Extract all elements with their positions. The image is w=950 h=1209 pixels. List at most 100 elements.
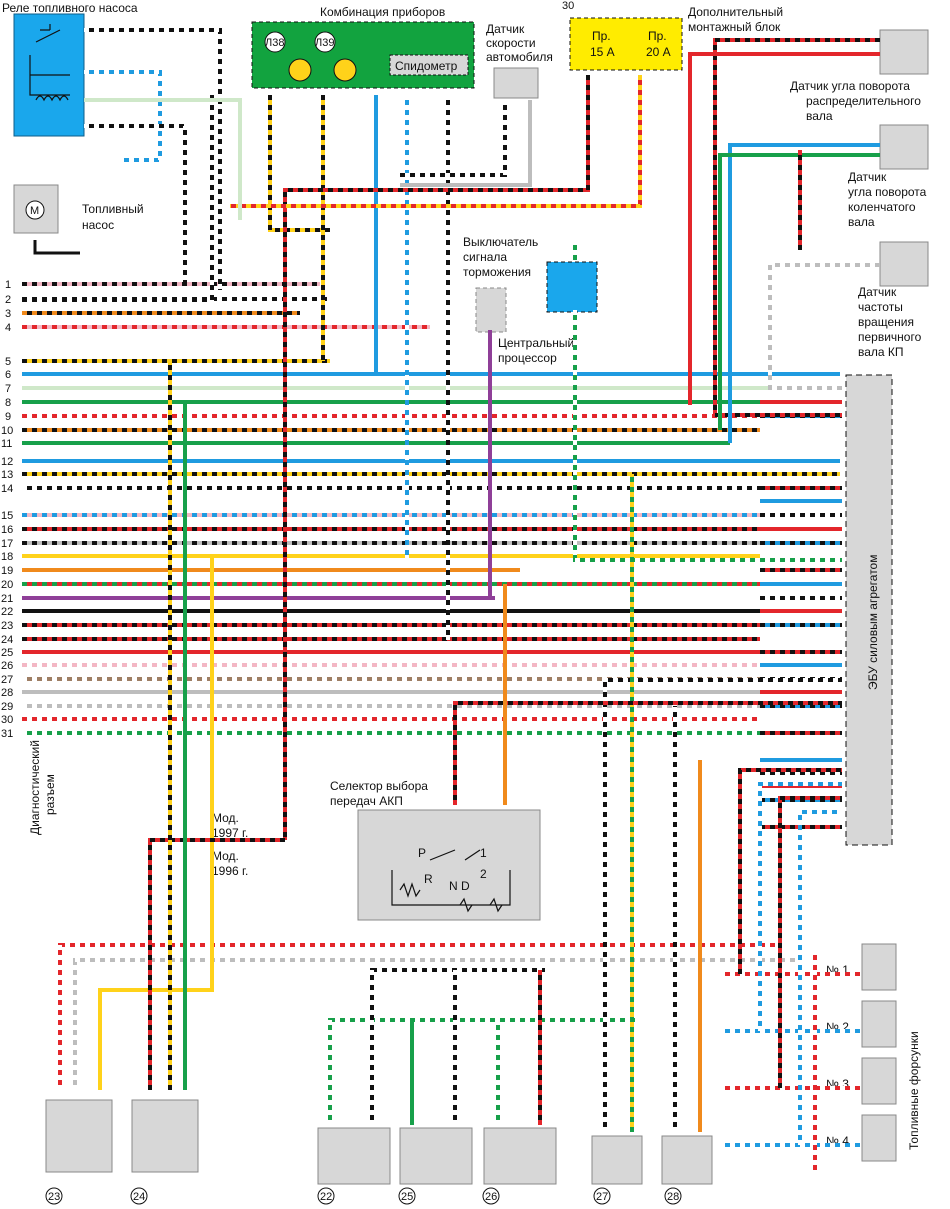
fuel-pump-label-2: насос [82, 218, 114, 232]
mod-1996-label-1: Мод. [212, 849, 239, 863]
sensor-23-wire-stripe [73, 958, 800, 1090]
warning-lamp-icon [288, 58, 312, 82]
sensor-22-wire-stripe [370, 968, 545, 1125]
sensor-22-wire-stripe [328, 1018, 640, 1125]
pin-number-27: 27 [1, 674, 13, 686]
pin-number-17: 17 [1, 538, 13, 550]
cpu-box [475, 287, 507, 333]
diag-connector-label-1: Диагностический [28, 740, 42, 835]
crankshaft-sensor-label-4: вала [848, 215, 875, 229]
pin-number-26: 26 [1, 660, 13, 672]
relay-wire [84, 70, 162, 162]
pin-number-14: 14 [1, 483, 13, 495]
camshaft-wire-stripe [713, 38, 880, 417]
lamp-39-icon [314, 31, 336, 53]
input-shaft-sensor-label-1: Датчик [858, 285, 897, 299]
pin-number-1: 1 [5, 279, 11, 291]
speed-sensor-wire [400, 100, 532, 187]
pin-number-2: 2 [5, 294, 11, 306]
injector-2-box [861, 1000, 897, 1048]
pin-number-20: 20 [1, 579, 13, 591]
speed-sensor-wire-stripe [400, 100, 507, 177]
injector-wire [798, 810, 842, 1145]
pin-number-3: 3 [5, 308, 11, 320]
sensor-27-wire [603, 678, 842, 1132]
camshaft-sensor-label-3: вала [806, 109, 833, 123]
relay-wire-stripe [84, 124, 187, 285]
input-shaft-sensor-label-2: частоты [858, 300, 903, 314]
sensor-22-wire [370, 968, 545, 1125]
pin-number-25: 25 [1, 647, 13, 659]
fuse-20-label-top: Пр. [648, 29, 667, 43]
fuse-15-wire-stripe [283, 75, 590, 840]
ground-wire [33, 240, 80, 255]
component-28-marker [664, 1187, 682, 1205]
pin-number-5: 5 [5, 356, 11, 368]
brake-switch-wire-stripe [573, 240, 842, 562]
selector-d-label: D [461, 879, 470, 893]
pin-number-13: 13 [1, 469, 13, 481]
crankshaft-wire [718, 153, 880, 430]
pin-number-24: 24 [1, 634, 13, 646]
ecu-label: ЭБУ силовым агрегатом [866, 555, 880, 691]
component-27-box [591, 1135, 643, 1185]
injector-1-box [861, 943, 897, 991]
speed-sensor-wire [400, 100, 507, 177]
component-24-number: 24 [133, 1191, 145, 1203]
component-23-box [45, 1099, 113, 1173]
lamp-39-label: Л39 [315, 37, 334, 49]
selector-n-label: N [449, 879, 458, 893]
camshaft-sensor-box [879, 29, 929, 75]
motor-symbol: M [30, 205, 39, 217]
brake-switch-label-1: Выключатель [463, 235, 538, 249]
pin-number-4: 4 [5, 322, 11, 334]
injector-wire-stripe [758, 782, 842, 1031]
crankshaft-sensor-label-1: Датчик [848, 170, 887, 184]
pin-number-23: 23 [1, 620, 13, 632]
cpu-label-1: Центральный [498, 336, 574, 350]
crankshaft-wire [728, 143, 880, 443]
injector-3-box [861, 1057, 897, 1105]
gear-selector-label-1: Селектор выбора [330, 779, 428, 793]
pin-number-30: 30 [1, 714, 13, 726]
component-28-box [661, 1135, 713, 1185]
pin-numbers: 1234567891011121314151617181920212223242… [1, 279, 13, 740]
component-25-box [399, 1127, 473, 1185]
speed-sensor-label-3: автомобиля [486, 50, 553, 64]
selector-wire-stripe [453, 701, 842, 805]
input-shaft-sensor-label-4: первичного [858, 330, 922, 344]
warning-lamp-icon [333, 58, 357, 82]
pin-number-28: 28 [1, 687, 13, 699]
component-27-marker [593, 1187, 611, 1205]
component-28-number: 28 [667, 1191, 679, 1203]
crankshaft-sensor-label-2: угла поворота [848, 185, 927, 199]
component-27-number: 27 [596, 1191, 608, 1203]
selector-p-label: P [418, 846, 426, 860]
pin-number-18: 18 [1, 551, 13, 563]
fuel-pump-label-1: Топливный [82, 202, 144, 216]
camshaft-sensor-label-1: Датчик угла поворота [790, 79, 910, 93]
speedometer-label: Спидометр [395, 59, 458, 73]
crankshaft-sensor-box [879, 124, 929, 170]
instrument-cluster-label: Комбинация приборов [320, 5, 445, 19]
pin-number-7: 7 [5, 383, 11, 395]
gear-selector-label-2: передач АКП [330, 794, 403, 808]
ecu-box [845, 374, 893, 846]
aux-block-label-2: монтажный блок [688, 20, 781, 34]
mod-1996-label-2: 1996 г. [212, 864, 248, 878]
pin-number-21: 21 [1, 593, 13, 605]
aux-block-label-1: Дополнительный [688, 5, 783, 19]
component-24-marker [130, 1187, 148, 1205]
component-25-marker [398, 1187, 416, 1205]
diag-connector-label-2: разъем [43, 774, 57, 815]
lamp-38-label: Л38 [265, 37, 284, 49]
pin-number-8: 8 [5, 397, 11, 409]
component-26-box [483, 1127, 557, 1185]
selector-r-label: R [424, 872, 433, 886]
relay-wire [84, 28, 222, 290]
component-22-number: 22 [320, 1191, 332, 1203]
input-shaft-sensor-label-5: вала КП [858, 345, 904, 359]
sensor-23-wire-stripe [58, 943, 780, 1090]
pin-number-6: 6 [5, 369, 11, 381]
pin-number-12: 12 [1, 456, 13, 468]
